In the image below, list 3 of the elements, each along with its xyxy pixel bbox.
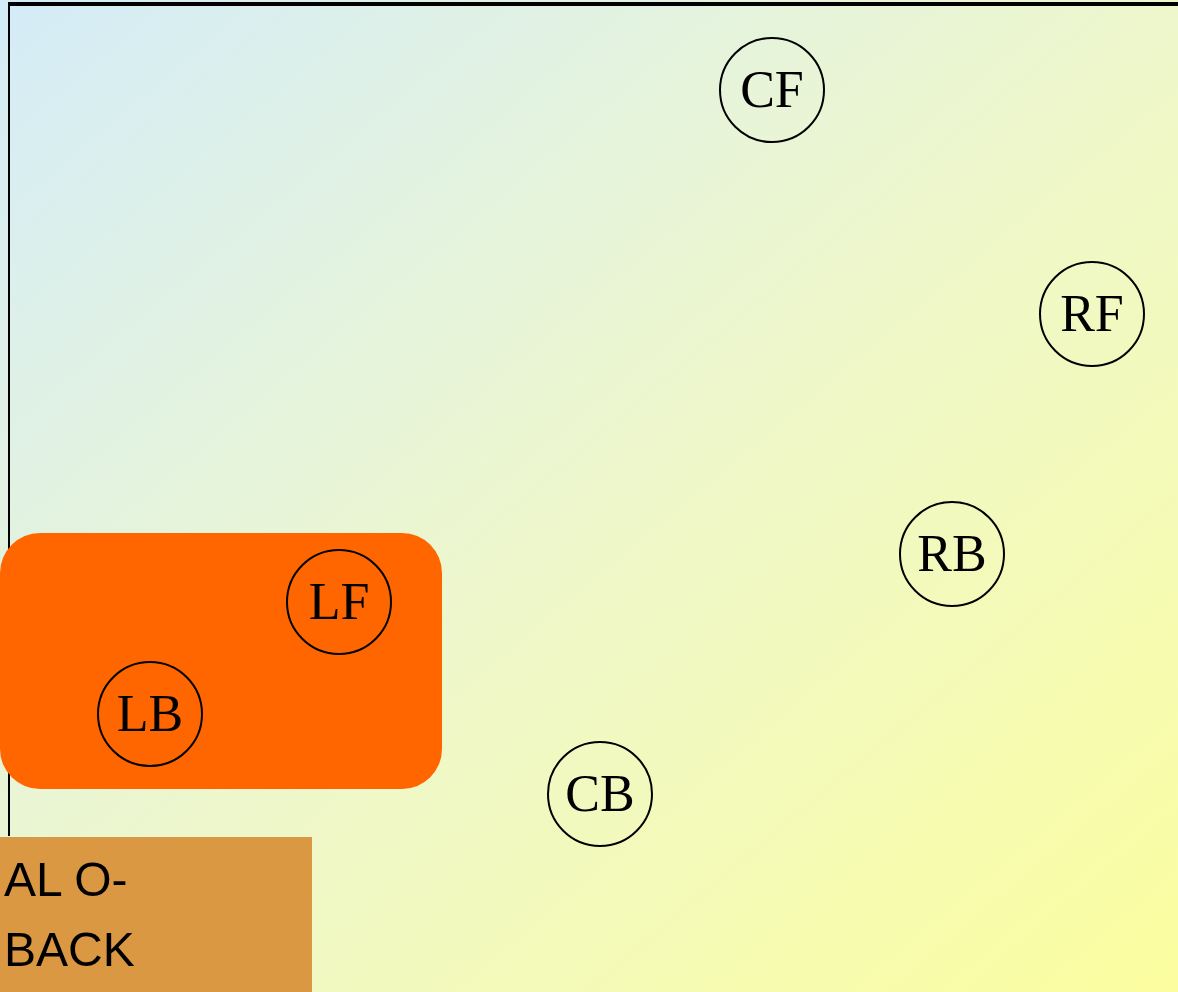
box-label: AL O-BACK — [4, 851, 136, 978]
label-box — [0, 837, 312, 992]
highlight-box — [0, 533, 442, 789]
